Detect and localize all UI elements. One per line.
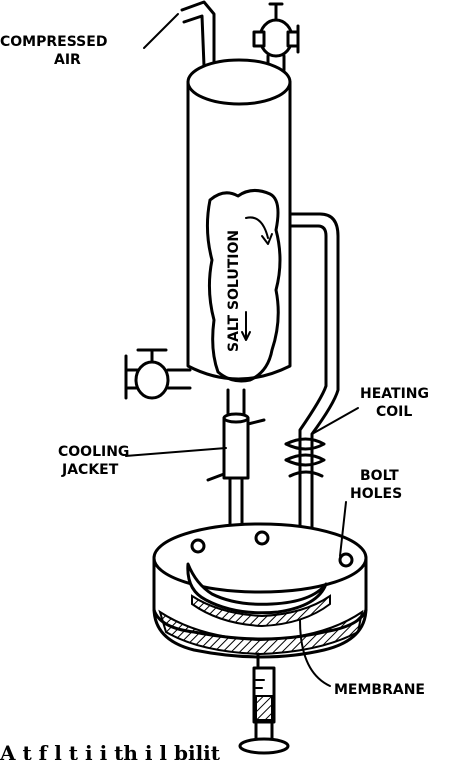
heating-coil-turn-1: [284, 437, 326, 451]
cooling-jacket-label-line1: COOLING: [58, 444, 129, 460]
leader-cooling-jacket: [125, 447, 227, 457]
cylinder-vessel: [186, 58, 292, 381]
bolt-hole-right: [338, 552, 354, 568]
heating-coil-label-line1: HEATING: [360, 386, 429, 402]
bolt-holes-label-line1: BOLT: [360, 468, 399, 484]
heating-coil-label-line2: COIL: [376, 404, 412, 420]
leader-bolt-holes: [339, 501, 347, 557]
figure-caption: A t f l t i i th i l bilit: [0, 741, 221, 760]
side-valve: [124, 348, 192, 400]
leader-membrane: [299, 619, 331, 687]
cooling-jacket-label-line2: JACKET: [61, 462, 119, 478]
heating-coil-tube: [284, 212, 340, 554]
bolt-hole-back: [254, 530, 270, 546]
leader-heating-coil: [311, 407, 359, 435]
bolt-holes-label-line2: HOLES: [350, 486, 402, 502]
graduated-cylinder: [238, 652, 290, 755]
membrane-cell: [152, 522, 368, 659]
flow-arrow-top: [245, 216, 269, 239]
bolt-hole-left: [190, 538, 206, 554]
salt-solution-cutaway: SALT SOLUTION: [205, 189, 282, 383]
leader-lines: [125, 13, 359, 687]
compressed-air-label-line1: COMPRESSED: [0, 34, 107, 50]
salt-solution-label: SALT SOLUTION: [226, 230, 242, 352]
top-valve: [252, 2, 300, 72]
compressed-air-label-line2: AIR: [54, 52, 81, 68]
membrane-layer: [186, 562, 328, 615]
compressed-air-inlet-pipe: [180, 0, 216, 68]
leader-compressed-air: [143, 13, 179, 49]
heating-coil-turn-2: [284, 453, 326, 467]
membrane-label: MEMBRANE: [334, 682, 425, 698]
